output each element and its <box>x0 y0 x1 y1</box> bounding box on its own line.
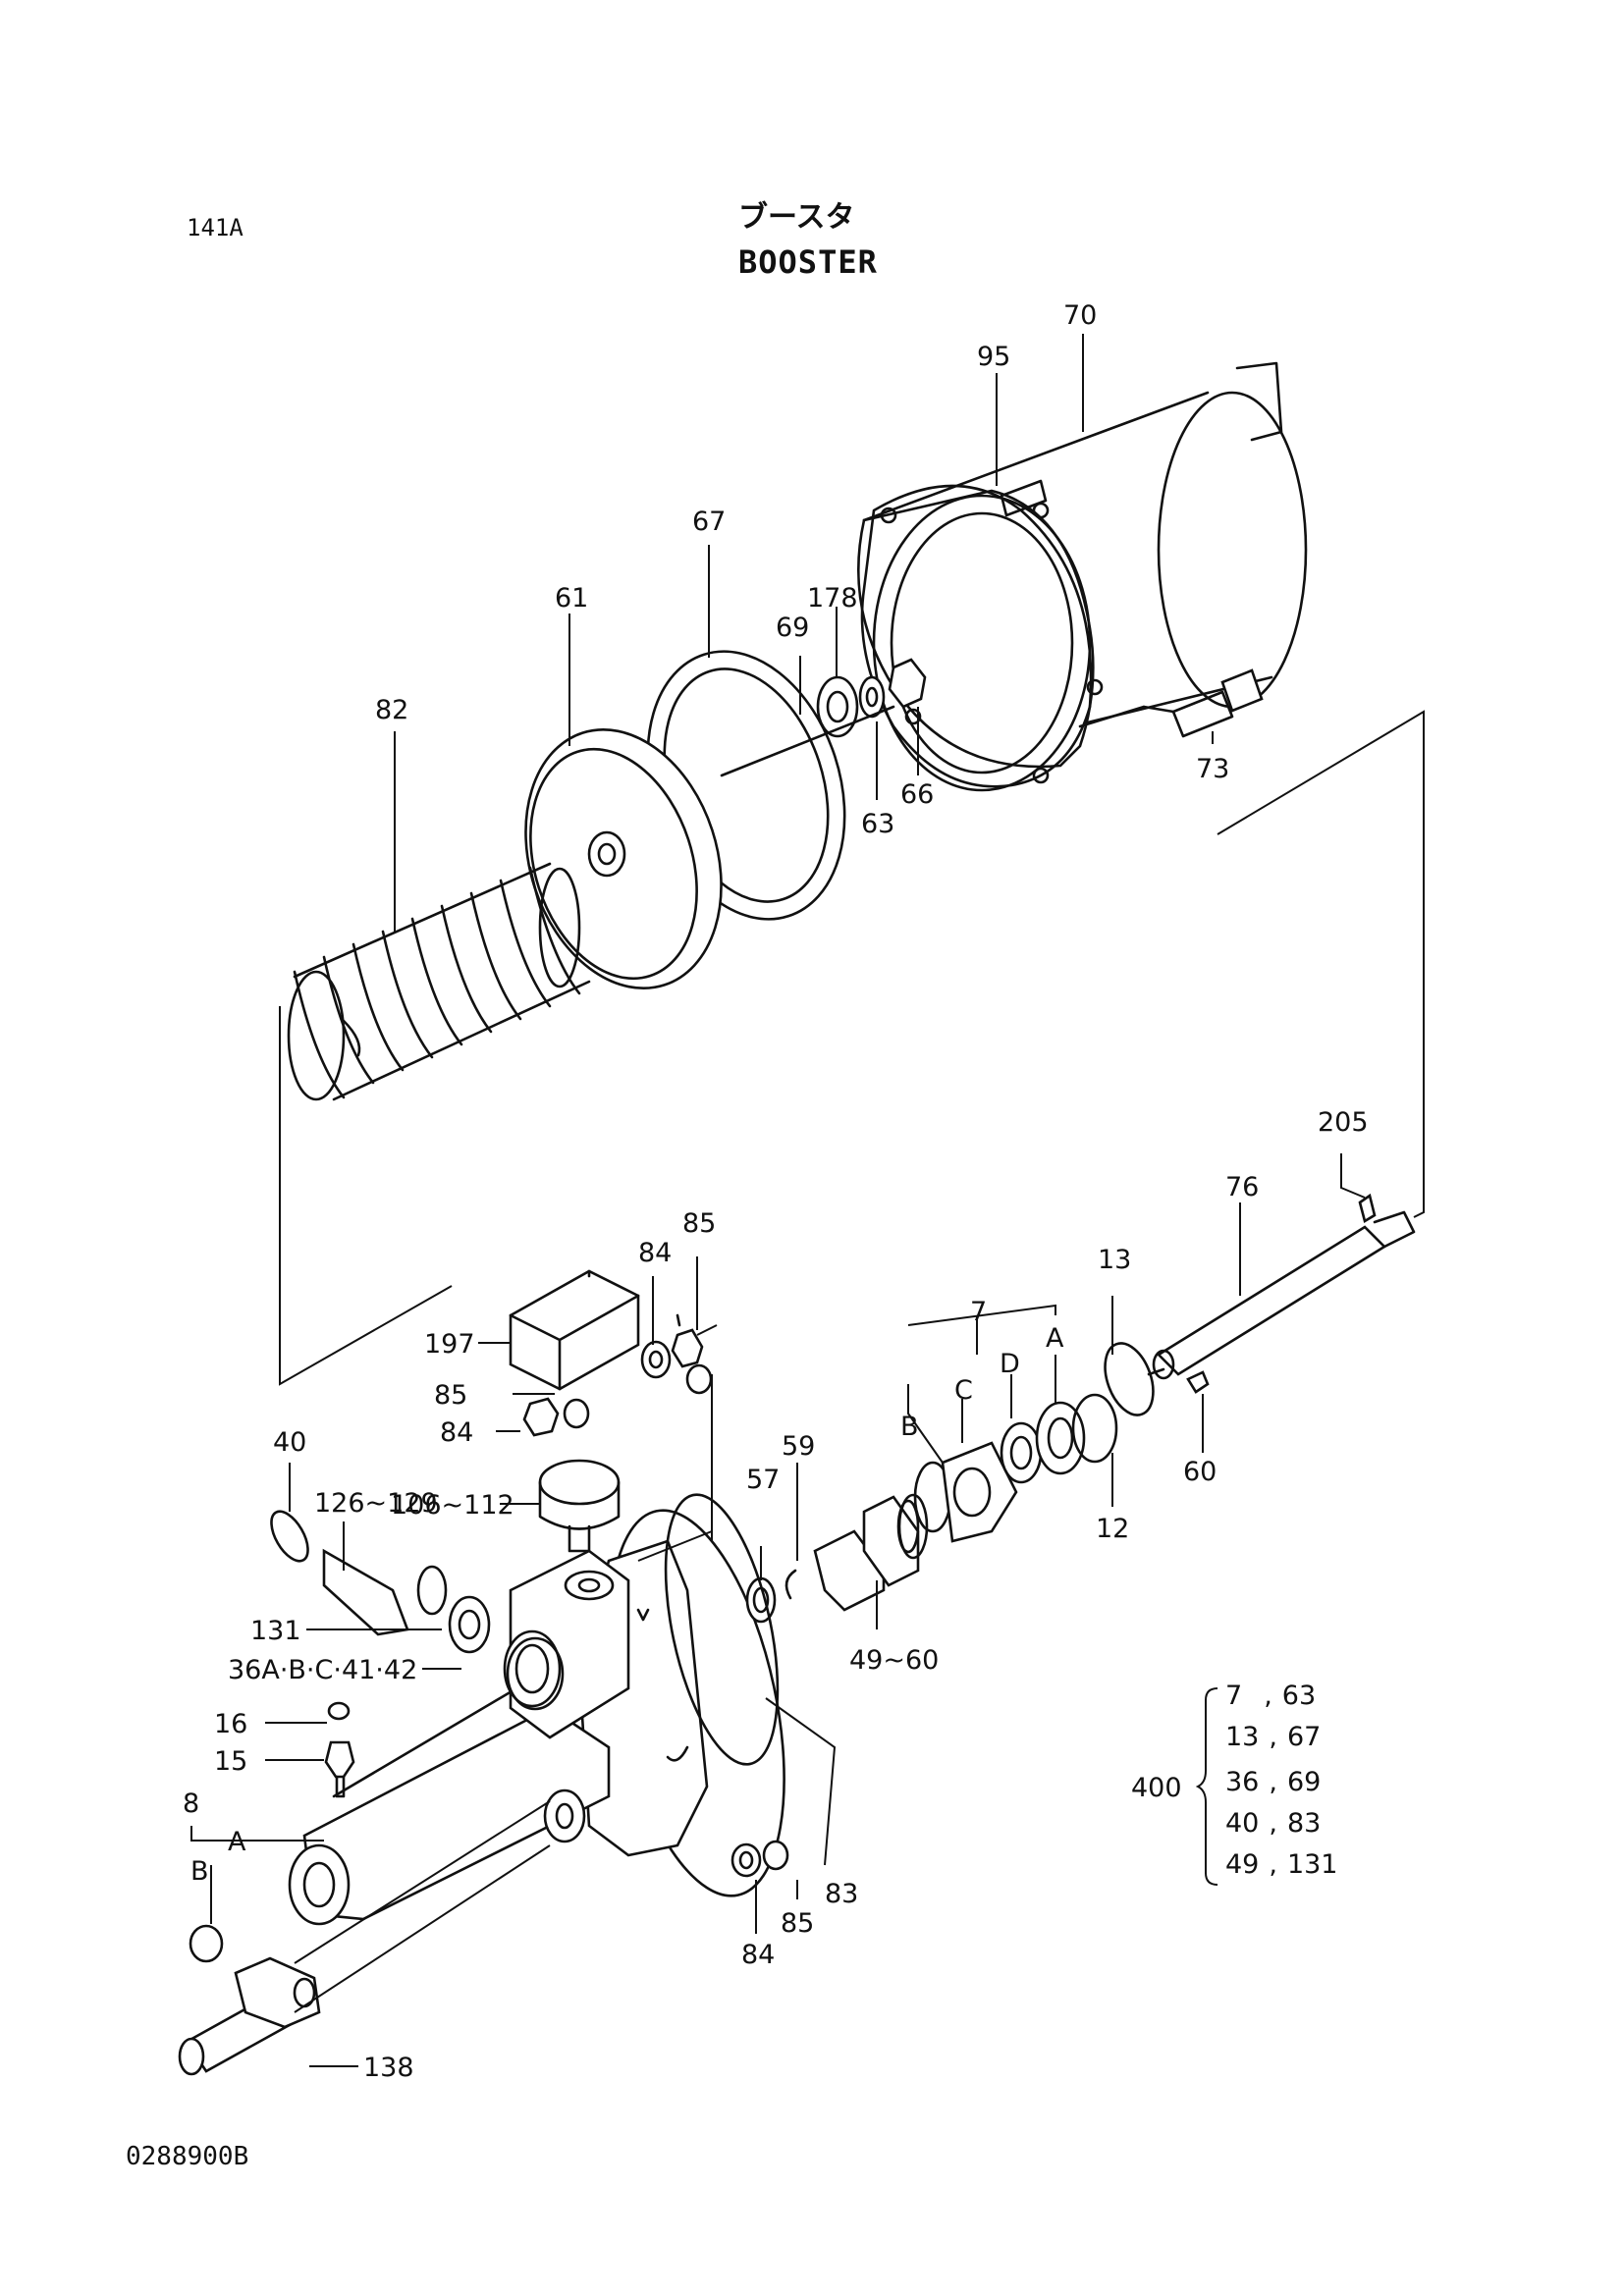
kit-number: 400 <box>1131 1773 1182 1803</box>
callout-197: 197 <box>424 1329 475 1360</box>
callout-b-seal: B <box>900 1412 919 1442</box>
callout-85-lower: 85 <box>781 1908 814 1939</box>
plunger-assembly-part <box>270 1510 565 1711</box>
callout-84-mid: 84 <box>440 1417 473 1448</box>
callout-49-60: 49~60 <box>849 1645 939 1676</box>
page-code: 141A <box>187 214 243 241</box>
kit-row-3: 36,69 <box>1225 1767 1322 1797</box>
valve-body-part <box>288 1509 785 1926</box>
kit-400-list: 400 7,63 13,67 36,69 40,83 49,131 <box>1119 1681 1345 1896</box>
title-japanese: ブースタ <box>738 200 855 235</box>
callout-138: 138 <box>363 2053 414 2083</box>
callout-84-upper: 84 <box>638 1238 672 1268</box>
callout-36: 36A·B·C·41·42 <box>228 1655 417 1685</box>
kit-row-4: 40,83 <box>1225 1808 1322 1839</box>
callout-labels: 70 95 67 61 178 69 82 66 63 73 205 76 85… <box>183 300 1369 2083</box>
washer-nut-upper-part <box>522 1313 713 1437</box>
plug-8b-part <box>189 1924 224 1963</box>
callout-85-mid: 85 <box>434 1380 467 1411</box>
callout-61: 61 <box>555 583 588 614</box>
callout-d: D <box>1000 1349 1020 1379</box>
callout-12: 12 <box>1096 1514 1129 1544</box>
callout-59: 59 <box>782 1431 815 1462</box>
callout-67: 67 <box>692 507 726 537</box>
callout-leaders <box>190 334 1366 2067</box>
push-rod-76-part <box>1104 1193 1416 1416</box>
callout-84-lower: 84 <box>741 1940 775 1970</box>
callout-205: 205 <box>1318 1107 1369 1138</box>
spring-82-part <box>287 862 591 1101</box>
kit-row-1: 7,63 <box>1225 1681 1317 1711</box>
callout-73: 73 <box>1196 754 1229 784</box>
callout-13: 13 <box>1098 1245 1131 1275</box>
callout-76: 76 <box>1225 1172 1259 1202</box>
callout-66: 66 <box>900 779 934 810</box>
kit-brace <box>1196 1687 1218 1886</box>
valve-cap-106-part <box>538 1459 621 1553</box>
callout-106-112: 106~112 <box>391 1490 514 1521</box>
callout-82: 82 <box>375 695 408 725</box>
title-english: BOOSTER <box>738 243 878 281</box>
callout-8a: A <box>228 1827 246 1857</box>
callout-83: 83 <box>825 1879 858 1909</box>
callout-c: C <box>954 1375 973 1406</box>
callout-131: 131 <box>250 1616 301 1646</box>
callout-178: 178 <box>807 583 858 614</box>
callout-40: 40 <box>273 1427 306 1458</box>
assembly-lines <box>279 710 1425 2013</box>
nut-washer-set-part <box>798 658 927 738</box>
callout-85-upper: 85 <box>682 1208 716 1239</box>
callout-95: 95 <box>977 342 1010 372</box>
callout-a-seal: A <box>1046 1323 1064 1354</box>
callout-126-129: 126~129 <box>314 1488 438 1519</box>
seal-set-7-part <box>913 1393 1118 1543</box>
callout-60: 60 <box>1183 1457 1217 1487</box>
callout-63: 63 <box>861 809 894 839</box>
drawing-code: 0288900B <box>126 2142 249 2171</box>
piston-valve-part <box>745 1493 929 1624</box>
kit-row-2: 13,67 <box>1225 1722 1322 1752</box>
callout-70: 70 <box>1063 300 1097 331</box>
callout-15: 15 <box>214 1746 247 1777</box>
callout-7: 7 <box>970 1297 987 1327</box>
shaft-138-part <box>178 1956 321 2076</box>
cover-box-197-part <box>509 1269 640 1391</box>
callout-69: 69 <box>776 613 809 643</box>
o-ring-83-part <box>664 1493 780 1766</box>
grease-fitting-part <box>324 1701 355 1798</box>
callout-16: 16 <box>214 1709 247 1739</box>
washer-nut-lower-part <box>730 1840 789 1878</box>
callout-8b: B <box>190 1856 209 1887</box>
bolt-73-part <box>1078 668 1264 738</box>
callout-57: 57 <box>746 1465 780 1495</box>
kit-row-5: 49,131 <box>1225 1849 1338 1880</box>
callout-8: 8 <box>183 1789 199 1819</box>
